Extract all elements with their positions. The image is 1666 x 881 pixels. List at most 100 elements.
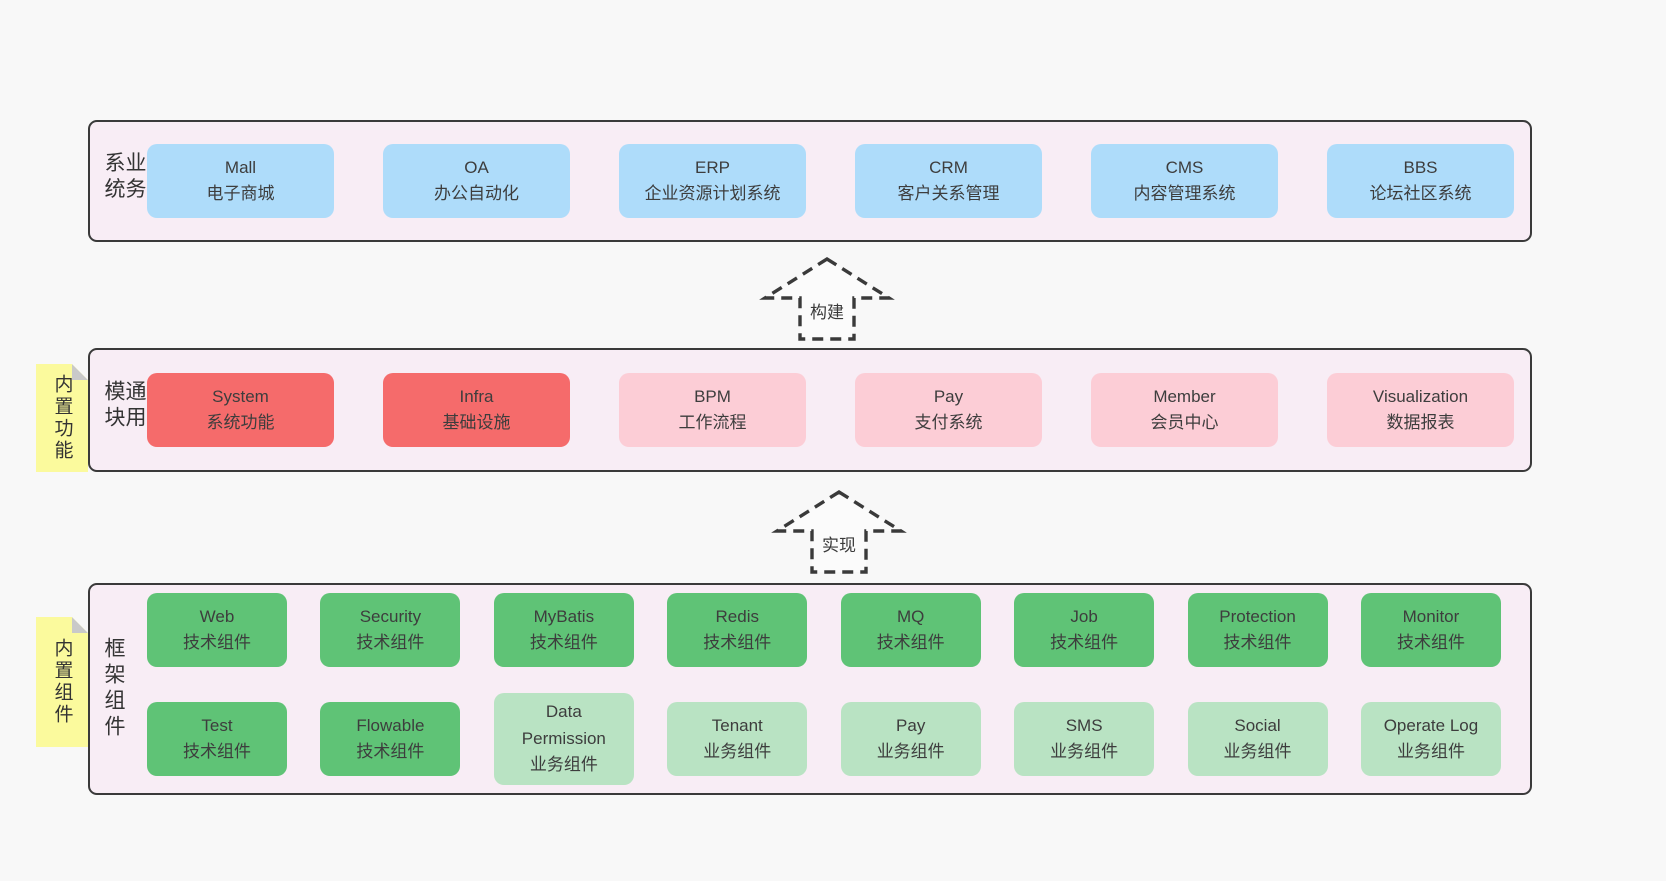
- box-title: Mall: [224, 157, 257, 177]
- box-pay: Pay 业务组件: [840, 702, 981, 776]
- box-security: Security 技术组件: [320, 593, 461, 668]
- box-title: CMS: [1165, 157, 1204, 177]
- box-crm: CRM 客户关系管理: [855, 144, 1042, 218]
- box-title: Data Permission: [521, 702, 606, 748]
- box-pay: Pay 支付系统: [855, 373, 1042, 447]
- implement-arrow-label: 实现: [820, 531, 858, 556]
- box-title: OA: [464, 157, 489, 177]
- box-title: Job: [1070, 607, 1098, 627]
- box-subtitle: 技术组件: [703, 633, 772, 653]
- box-subtitle: 电子商城: [206, 184, 275, 203]
- box-mq: MQ 技术组件: [840, 593, 981, 668]
- box-subtitle: 办公自动化: [434, 184, 519, 203]
- box-mall: Mall 电子商城: [147, 144, 334, 218]
- box-subtitle: 业务组件: [1396, 742, 1465, 761]
- box-subtitle: 技术组件: [529, 633, 598, 653]
- box-subtitle: 客户关系管理: [897, 184, 1000, 203]
- implement-arrow-up: 实现: [769, 487, 909, 577]
- box-data-permission: Data Permission 业务组件: [493, 693, 634, 785]
- box-subtitle: 技术组件: [183, 633, 251, 653]
- box-title: Protection: [1219, 607, 1296, 627]
- sticky-note-builtin-features-label: 内置功能: [51, 374, 73, 462]
- box-title: Security: [359, 607, 422, 627]
- box-subtitle: 企业资源计划系统: [644, 184, 781, 203]
- box-subtitle: 业务组件: [703, 742, 772, 761]
- box-visualization: Visualization 数据报表: [1327, 373, 1514, 447]
- box-subtitle: 支付系统: [914, 413, 983, 432]
- box-title: System: [212, 386, 269, 406]
- common-modules-boxes: System 系统功能 Infra 基础设施 BPM 工作流程 Pay 支付系统 Member 会…: [147, 350, 1514, 470]
- box-title: SMS: [1065, 715, 1103, 735]
- box-title: Tenant: [711, 715, 763, 735]
- sticky-note-builtin-features: 内置功能: [36, 364, 88, 472]
- box-subtitle: 会员中心: [1150, 413, 1219, 432]
- box-flowable: Flowable 技术组件: [320, 702, 461, 776]
- sticky-note-builtin-components: 内置组件: [36, 617, 88, 747]
- box-title: MyBatis: [533, 607, 595, 627]
- box-subtitle: 数据报表: [1386, 413, 1455, 432]
- box-title: Pay: [896, 715, 926, 735]
- box-subtitle: 内容管理系统: [1133, 184, 1236, 203]
- business-systems-boxes: Mall 电子商城 OA 办公自动化 ERP 企业资源计划系统 CRM 客户关系管理 CMS 内容…: [147, 122, 1514, 240]
- box-subtitle: 工作流程: [678, 413, 747, 432]
- box-title: Social: [1234, 715, 1281, 735]
- box-title: Web: [199, 607, 235, 627]
- box-redis: Redis 技术组件: [667, 593, 808, 668]
- box-oa: OA 办公自动化: [383, 144, 570, 218]
- box-subtitle: 业务组件: [1223, 742, 1292, 761]
- box-title: MQ: [896, 607, 925, 627]
- box-subtitle: 业务组件: [876, 742, 945, 761]
- box-title: CRM: [929, 157, 968, 177]
- business-systems-band-label: 业务系统: [102, 151, 146, 204]
- box-system: System 系统功能: [147, 373, 334, 447]
- sticky-note-builtin-components-label: 内置组件: [51, 638, 73, 726]
- box-title: Member: [1153, 386, 1216, 406]
- box-subtitle: 系统功能: [206, 413, 275, 432]
- box-title: BBS: [1403, 157, 1438, 177]
- box-subtitle: 业务组件: [529, 755, 598, 775]
- box-subtitle: 技术组件: [1050, 633, 1119, 653]
- box-subtitle: 技术组件: [356, 742, 425, 761]
- box-tenant: Tenant 业务组件: [667, 702, 808, 776]
- box-cms: CMS 内容管理系统: [1091, 144, 1278, 218]
- box-subtitle: 技术组件: [1396, 633, 1465, 653]
- box-protection: Protection 技术组件: [1187, 593, 1328, 668]
- business-systems-band: 业务系统 Mall 电子商城 OA 办公自动化 ERP 企业资源计划系统 CRM 客户关系管理…: [88, 120, 1532, 242]
- box-title: Test: [201, 715, 233, 735]
- box-title: Visualization: [1372, 386, 1469, 406]
- box-title: Monitor: [1402, 607, 1460, 627]
- box-bpm: BPM 工作流程: [619, 373, 806, 447]
- box-title: BPM: [694, 386, 731, 406]
- box-social: Social 业务组件: [1187, 702, 1328, 776]
- box-mybatis: MyBatis 技术组件: [493, 593, 634, 668]
- box-subtitle: 技术组件: [183, 742, 251, 761]
- build-arrow-up: 构建: [757, 254, 897, 344]
- build-arrow-label: 构建: [808, 298, 846, 323]
- framework-components-band-label: 框架组件: [102, 637, 125, 741]
- box-erp: ERP 企业资源计划系统: [619, 144, 806, 218]
- box-title: Flowable: [356, 715, 425, 735]
- box-title: Operate Log: [1383, 715, 1479, 735]
- box-title: Infra: [459, 386, 494, 406]
- box-monitor: Monitor 技术组件: [1360, 593, 1501, 668]
- box-subtitle: 基础设施: [442, 413, 511, 432]
- box-infra: Infra 基础设施: [383, 373, 570, 447]
- box-title: Redis: [715, 607, 759, 627]
- box-subtitle: 技术组件: [356, 633, 425, 653]
- common-modules-band-label: 通用模块: [102, 380, 146, 432]
- box-subtitle: 业务组件: [1050, 742, 1119, 761]
- box-subtitle: 技术组件: [1223, 633, 1292, 653]
- box-member: Member 会员中心: [1091, 373, 1278, 447]
- box-subtitle: 技术组件: [876, 633, 945, 653]
- box-test: Test 技术组件: [147, 702, 287, 776]
- box-operate-log: Operate Log 业务组件: [1360, 702, 1501, 776]
- box-web: Web 技术组件: [147, 593, 287, 668]
- box-title: ERP: [695, 157, 730, 177]
- box-title: Pay: [933, 386, 964, 406]
